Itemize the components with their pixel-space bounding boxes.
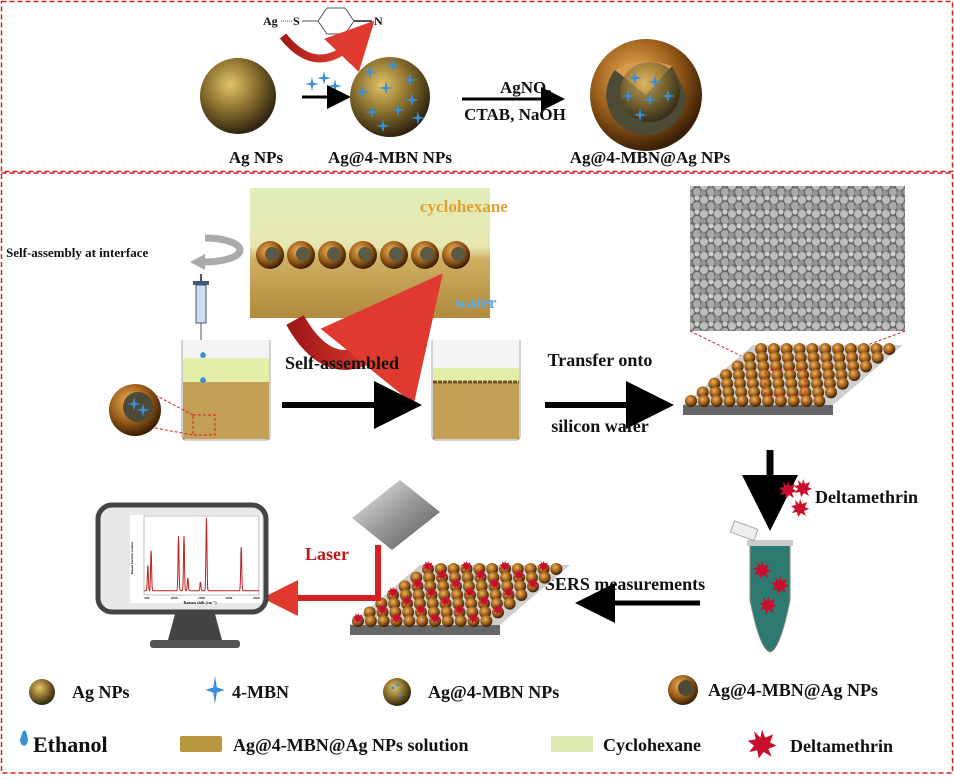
wafer-particle bbox=[723, 395, 736, 407]
wafer-particle bbox=[480, 615, 493, 627]
wafer-particle bbox=[848, 369, 861, 381]
wafer-particle bbox=[685, 395, 697, 407]
wafer-particle bbox=[800, 395, 813, 407]
wafer-particle bbox=[836, 377, 849, 390]
wafer-particle bbox=[860, 360, 873, 373]
centrifuge-tube bbox=[729, 520, 793, 653]
legend-ethanol: Ethanol bbox=[33, 732, 108, 757]
wafer-particle bbox=[871, 351, 884, 364]
assembled-particle bbox=[349, 241, 377, 269]
synthesis-panel-border bbox=[0, 0, 954, 173]
wafer-particle bbox=[377, 615, 390, 627]
application-panel-border bbox=[0, 172, 954, 774]
rotation-arrow-icon bbox=[204, 234, 244, 266]
wafer-particle bbox=[538, 571, 551, 584]
reagent-ctab-naoh: CTAB, NaOH bbox=[464, 105, 566, 124]
molecule-s: S bbox=[293, 14, 300, 28]
molecule-ag: Ag bbox=[263, 14, 278, 28]
laser-label: Laser bbox=[305, 544, 349, 564]
wafer-particle bbox=[454, 615, 467, 627]
transfer-label-line1: Transfer onto bbox=[548, 350, 653, 370]
transfer-label-line2: silicon wafer bbox=[551, 416, 648, 436]
laser-lamp-icon bbox=[352, 480, 440, 550]
wafer-particle bbox=[416, 615, 429, 627]
ag-np-sphere bbox=[200, 58, 276, 134]
wafer-particle bbox=[883, 343, 896, 355]
spectrum-ylabel: Raman Intensity (counts) bbox=[130, 542, 134, 575]
wafer-particle bbox=[697, 395, 710, 407]
wafer-particle bbox=[550, 563, 563, 575]
cyclohexane-label: cyclohexane bbox=[420, 197, 508, 216]
wafer-particle bbox=[813, 395, 826, 407]
legend-cyclohexane: Cyclohexane bbox=[603, 735, 701, 755]
ag-4mbn-ag-np-sphere bbox=[590, 39, 702, 151]
wafer-particle bbox=[515, 589, 528, 601]
wafer-particle bbox=[749, 395, 762, 407]
spectrum-xtick: 2000 bbox=[225, 596, 232, 600]
ag-np-legend-icon bbox=[29, 679, 55, 705]
legend-4-mbn: 4-MBN bbox=[232, 682, 289, 702]
legend-ag-4mbn-ag-nps: Ag@4-MBN@Ag NPs bbox=[708, 680, 878, 700]
sem-image bbox=[690, 186, 905, 331]
molecule-n: N bbox=[374, 14, 383, 28]
deltamethrin-label: Deltamethrin bbox=[815, 487, 918, 507]
spectrum-line bbox=[144, 517, 259, 592]
sers-measurements-label: SERS measurements bbox=[545, 574, 705, 594]
wafer-particle bbox=[762, 395, 775, 407]
self-assembly-interface-label: Self-assembly at interface bbox=[6, 245, 148, 260]
spectrum-xtick: 1000 bbox=[171, 596, 178, 600]
assembled-particle-row bbox=[256, 241, 470, 269]
beaker-1 bbox=[181, 340, 271, 441]
ag-nps-label: Ag NPs bbox=[229, 148, 284, 167]
ag-4mbn-np-sphere bbox=[350, 57, 430, 137]
wafer-particle bbox=[825, 386, 838, 399]
legend-ag-4mbn-nps: Ag@4-MBN NPs bbox=[428, 682, 559, 702]
wafer-particle bbox=[787, 395, 800, 407]
beaker-2 bbox=[431, 340, 521, 441]
syringe-icon bbox=[193, 274, 209, 345]
assembled-particle bbox=[411, 241, 439, 269]
wafer-particle bbox=[774, 395, 787, 407]
wafer-particle bbox=[736, 395, 749, 407]
wafer-particle bbox=[441, 615, 454, 627]
legend: Ag NPs 4-MBN Ag@4-MBN NPs Ag@4-MBN@Ag NP… bbox=[20, 675, 893, 759]
shell-np-zoom bbox=[109, 384, 194, 436]
legend-deltamethrin: Deltamethrin bbox=[790, 736, 893, 756]
wafer-particle bbox=[503, 597, 516, 610]
cyclohexane-swatch-icon bbox=[551, 736, 593, 752]
wafer-particle bbox=[403, 615, 416, 627]
laser-beam-arrow-icon bbox=[262, 545, 381, 616]
legend-solution: Ag@4-MBN@Ag NPs solution bbox=[233, 735, 469, 755]
4-mbn-molecule: Ag S N bbox=[263, 7, 383, 35]
raman-spectrum-chart: Raman Intensity (counts) Raman shift (cm… bbox=[130, 515, 260, 605]
spectrum-xlabel: Raman shift (cm⁻¹) bbox=[183, 600, 217, 605]
ag-4mbn-legend-icon bbox=[383, 678, 411, 706]
ethanol-drop-icon bbox=[20, 730, 28, 746]
big-red-arrow-icon bbox=[286, 273, 443, 405]
ag-4mbn-nps-label: Ag@4-MBN NPs bbox=[328, 148, 452, 167]
assembled-particle bbox=[256, 241, 284, 269]
spectrum-xtick: 500 bbox=[144, 596, 150, 600]
self-assembled-label: Self-assembled bbox=[285, 353, 399, 373]
solution-swatch-icon bbox=[180, 736, 222, 752]
deltamethrin-legend-icon bbox=[747, 729, 777, 759]
water-label: water bbox=[455, 293, 497, 312]
reagent-agno3: AgNO3 bbox=[500, 78, 552, 100]
spectrum-xtick: 1500 bbox=[198, 596, 205, 600]
assembled-particle bbox=[287, 241, 315, 269]
assembled-particle bbox=[380, 241, 408, 269]
assembled-particle bbox=[442, 241, 470, 269]
wafer-particle bbox=[364, 615, 377, 627]
spectrum-xtick: 2500 bbox=[253, 596, 260, 600]
assembled-particle bbox=[318, 241, 346, 269]
wafer-particle bbox=[710, 395, 723, 407]
curved-red-arrow-icon bbox=[279, 20, 375, 72]
ag-4mbn-ag-nps-label: Ag@4-MBN@Ag NPs bbox=[570, 148, 731, 167]
silicon-wafer-1 bbox=[683, 343, 903, 415]
legend-ag-nps: Ag NPs bbox=[72, 682, 130, 702]
4-mbn-legend-icon bbox=[205, 676, 225, 704]
silicon-wafer-2 bbox=[350, 560, 570, 635]
